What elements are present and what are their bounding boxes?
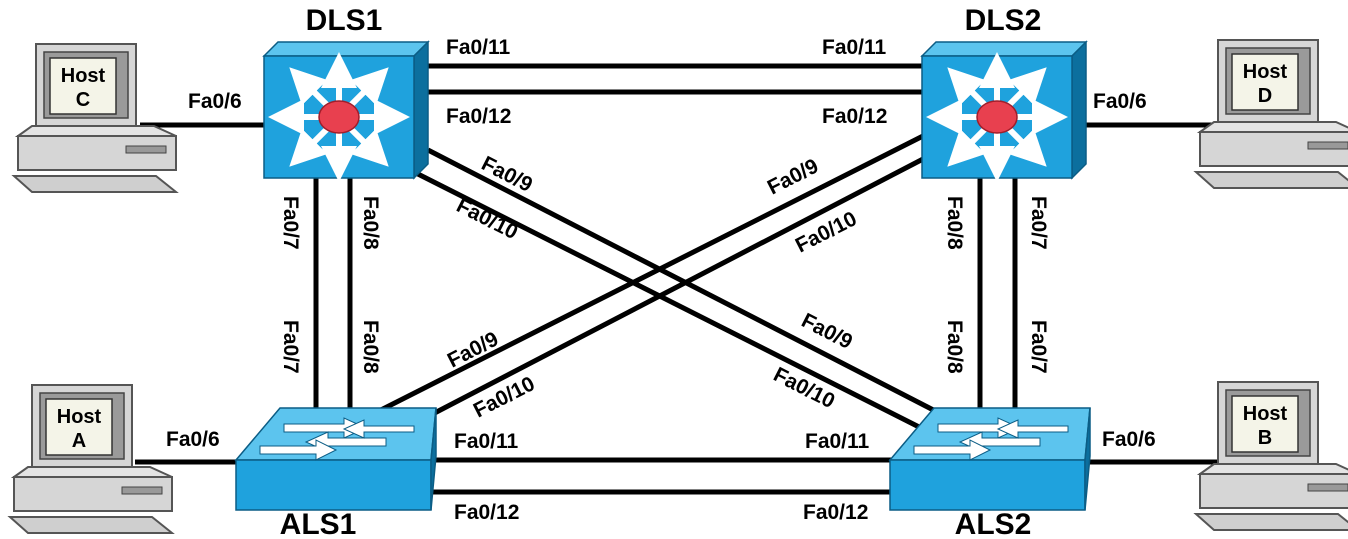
port-label-dls1-fa011: Fa0/11 [446, 36, 511, 59]
port-label-dls1-fa07: Fa0/7 [279, 196, 302, 250]
port-label-dls2-fa011: Fa0/11 [822, 36, 887, 59]
port-label-dls2-fa010: Fa0/10 [792, 207, 861, 257]
port-label-dls1-fa012: Fa0/12 [446, 105, 511, 128]
port-label-als1-fa010: Fa0/10 [470, 372, 539, 422]
port-label-dls1-fa08: Fa0/8 [359, 196, 382, 250]
host-b[interactable]: Host B [1195, 381, 1348, 531]
dls1-label: DLS1 [306, 4, 383, 37]
host-a-label-line2: A [72, 430, 86, 452]
dls2-label: DLS2 [965, 4, 1042, 37]
als1-label: ALS1 [280, 508, 357, 539]
port-label-dls2-fa06: Fa0/6 [1093, 90, 1147, 113]
host-d-label-line2: D [1258, 85, 1272, 107]
host-a-label-line1: Host [57, 406, 102, 428]
dls1-switch[interactable] [262, 40, 430, 182]
host-b-label-line2: B [1258, 427, 1272, 449]
links [135, 63, 1218, 495]
port-label-dls2-fa08: Fa0/8 [943, 196, 966, 250]
host-c-label-line1: Host [61, 65, 106, 87]
als2-switch[interactable] [888, 407, 1091, 511]
workgroup-switch-icon [234, 407, 437, 511]
host-d-label-line1: Host [1243, 61, 1288, 83]
host-c[interactable]: Host C [13, 43, 177, 193]
port-label-dls2-fa012: Fa0/12 [822, 105, 887, 128]
multilayer-switch-icon [262, 40, 430, 182]
port-label-dls1-fa06: Fa0/6 [188, 90, 242, 113]
workgroup-switch-icon [888, 407, 1091, 511]
als1-switch[interactable] [234, 407, 437, 511]
link-dls2-als1-fa09 [363, 132, 927, 421]
port-label-als2-fa08: Fa0/8 [943, 320, 966, 374]
dls2-switch[interactable] [920, 40, 1088, 182]
host-b-label-line1: Host [1243, 403, 1288, 425]
port-label-als1-fa011: Fa0/11 [454, 430, 519, 453]
als2-label: ALS2 [955, 508, 1032, 539]
port-label-als1-fa07: Fa0/7 [279, 320, 302, 374]
host-c-label-line2: C [76, 89, 90, 111]
port-label-als2-fa012: Fa0/12 [803, 501, 868, 524]
port-label-als1-fa08: Fa0/8 [359, 320, 382, 374]
port-label-als1-fa06: Fa0/6 [166, 428, 220, 451]
port-label-als2-fa07: Fa0/7 [1027, 320, 1050, 374]
host-d[interactable]: Host D [1195, 39, 1348, 189]
port-label-dls2-fa07: Fa0/7 [1027, 196, 1050, 250]
multilayer-switch-icon [920, 40, 1088, 182]
host-a[interactable]: Host A [9, 384, 173, 534]
port-label-dls1-fa010: Fa0/10 [453, 194, 522, 244]
port-label-als1-fa012: Fa0/12 [454, 501, 519, 524]
link-dls1-als2-fa010 [408, 167, 927, 433]
link-dls2-als1-fa010 [423, 155, 927, 421]
port-label-als2-fa06: Fa0/6 [1102, 428, 1156, 451]
port-label-als2-fa011: Fa0/11 [805, 430, 870, 453]
